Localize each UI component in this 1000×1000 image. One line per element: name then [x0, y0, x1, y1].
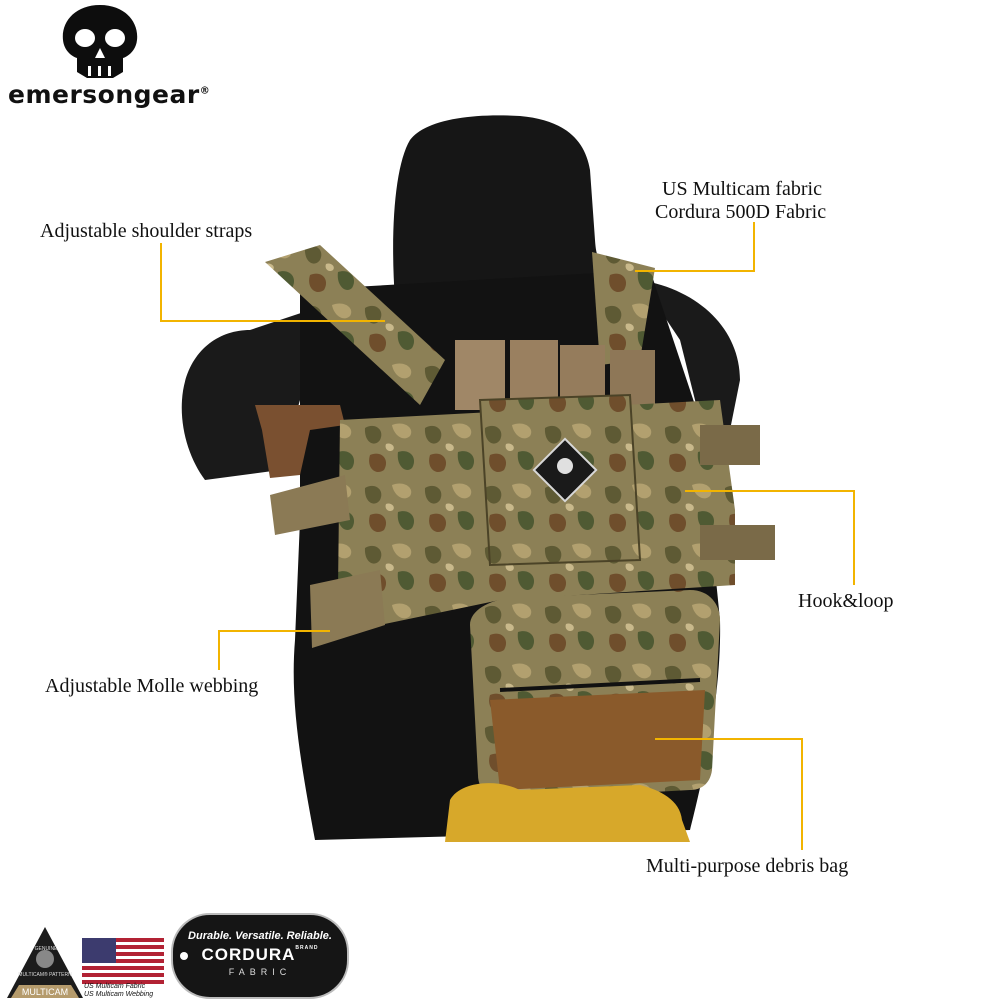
- debris-bag-coyote-panel: [490, 690, 705, 790]
- cordura-tag-icon: [171, 913, 349, 999]
- side-webbing: [270, 475, 350, 535]
- magazine: [455, 340, 505, 410]
- molle-webbing-label: Adjustable Molle webbing: [45, 675, 259, 697]
- shoulder-straps-label: Adjustable shoulder straps: [40, 220, 253, 242]
- flag-webbing-text: US Multicam Webbing: [84, 991, 154, 998]
- cordura-fabric-text: FABRIC: [228, 967, 292, 977]
- skull-logo-icon: [62, 5, 138, 78]
- debris-bag-label: Multi-purpose debris bag: [646, 855, 849, 877]
- buckle-strap: [700, 525, 775, 560]
- fabric-label-line1: US Multicam fabric: [662, 178, 822, 200]
- left-shoulder-strap: [265, 245, 445, 405]
- multicam-name-text: MULTICAM: [21, 987, 69, 997]
- cordura-tagline: Durable. Versatile. Reliable.: [188, 930, 332, 942]
- multicam-pattern-text: MULTICAM® PATTERN: [18, 972, 72, 978]
- pistol: [255, 405, 345, 478]
- multicam-genuine-text: GENUINE: [34, 946, 58, 952]
- cordura-logo-text: CORDURABRAND: [201, 945, 319, 964]
- multicam-badge-icon: [7, 927, 83, 998]
- buckle-strap: [700, 425, 760, 465]
- rolled-item: [445, 783, 690, 842]
- lower-webbing: [310, 570, 385, 648]
- brand-name: emersongear®: [8, 80, 211, 109]
- hook-loop-label: Hook&loop: [798, 590, 894, 612]
- right-shoulder-strap: [592, 252, 655, 365]
- flag-fabric-text: US Multicam Fabric: [84, 983, 146, 990]
- us-flag-icon: [82, 938, 164, 984]
- zipper: [499, 678, 701, 692]
- fabric-label-line2: Cordura 500D Fabric: [655, 201, 827, 223]
